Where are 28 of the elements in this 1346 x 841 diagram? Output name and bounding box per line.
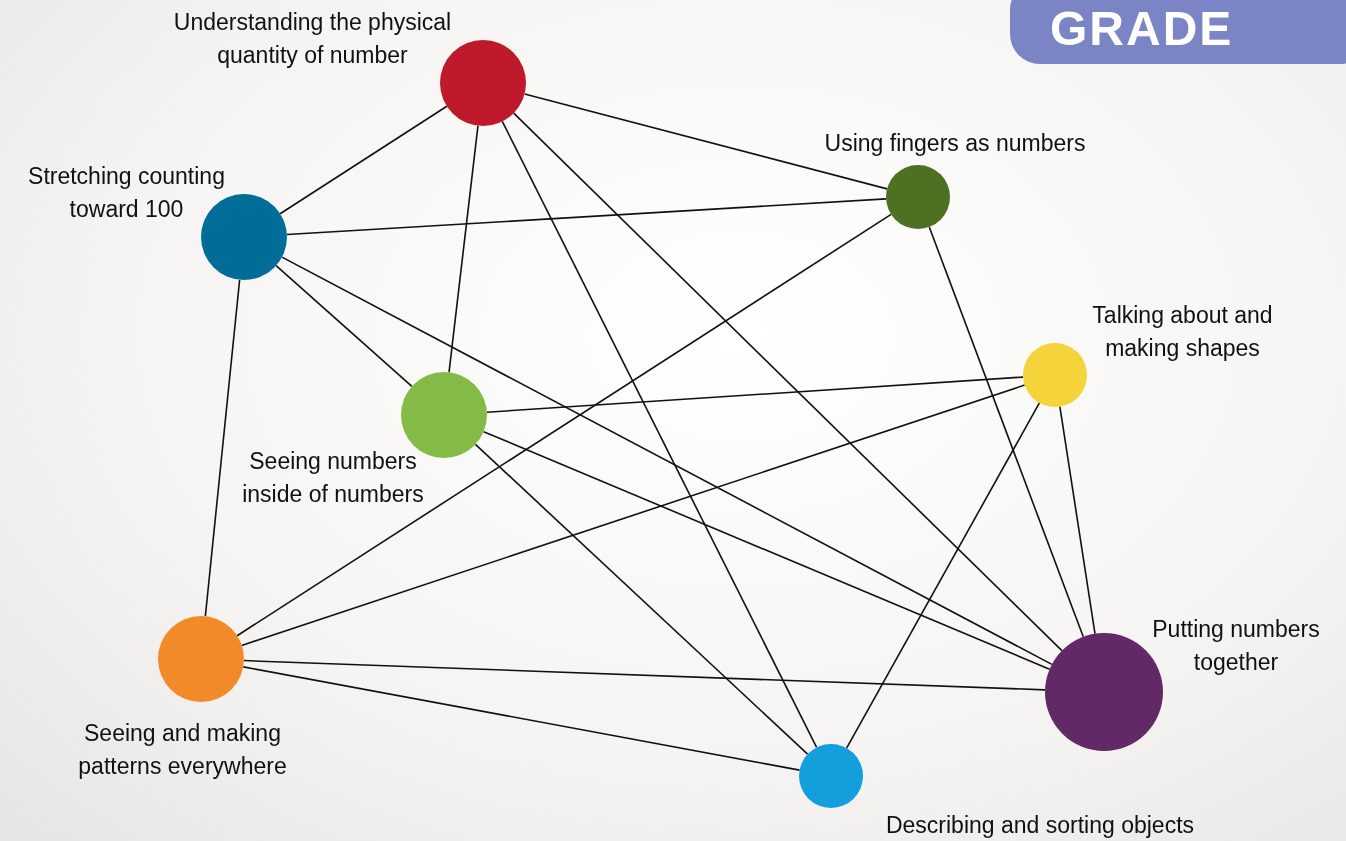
connector-line [486,376,1024,413]
node-label: Putting numbers together [1151,615,1321,677]
badge-text: GRADE [1050,2,1234,56]
connector-line [236,213,892,637]
connector-line [279,105,448,215]
connector-line [242,666,801,771]
node-label: Seeing and making patterns everywhere [77,719,288,781]
connector-line [512,112,1063,652]
node-label: Stretching counting toward 100 [27,162,226,224]
node-label: Describing and sorting objects [884,811,1196,840]
node-label: Talking about and making shapes [1091,301,1274,363]
node-label: Using fingers as numbers [823,129,1087,158]
connector-line [928,226,1085,638]
connector-line [1059,405,1096,635]
node-label: Understanding the physical quantity of number [172,8,453,70]
connector-line [448,124,479,374]
connector-line [474,443,809,755]
connector-line [501,120,818,749]
connector-line [241,384,1026,647]
connector-line [281,256,1053,666]
connector-line [275,264,413,388]
connector-line [286,198,887,236]
connector-line [243,659,1046,691]
connector-line [204,278,241,617]
node-label: Seeing numbers inside of numbers [241,447,425,509]
connector-line [523,93,888,190]
connector-line [482,430,1051,670]
connector-line [845,402,1041,749]
